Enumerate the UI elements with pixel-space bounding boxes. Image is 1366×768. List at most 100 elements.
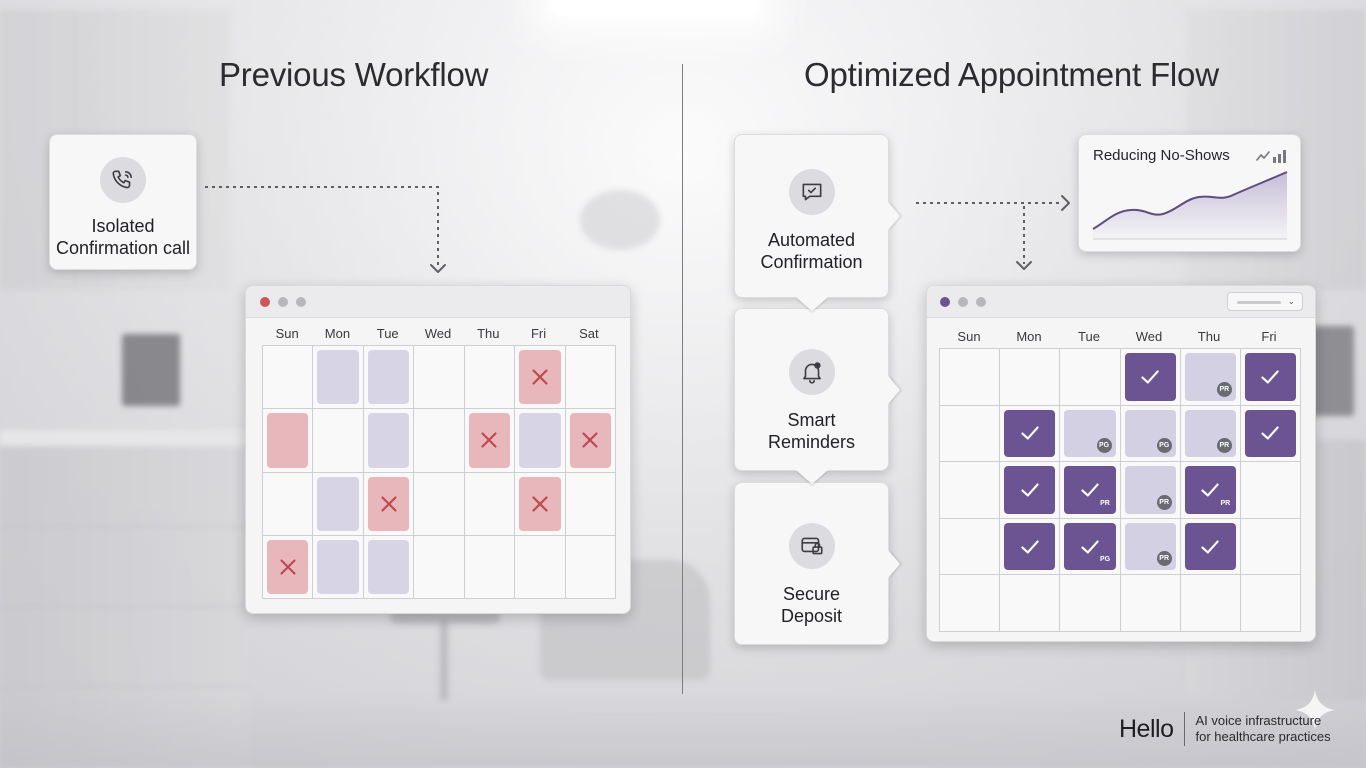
calendar-cell[interactable] bbox=[363, 346, 415, 410]
calendar-cell[interactable] bbox=[565, 346, 616, 410]
cancelled-slot[interactable] bbox=[267, 413, 309, 468]
calendar-cell[interactable] bbox=[263, 472, 314, 536]
calendar-cell[interactable] bbox=[515, 346, 566, 410]
calendar-cell[interactable]: PG bbox=[1060, 518, 1121, 576]
pending-slot[interactable]: PR bbox=[1124, 522, 1176, 571]
calendar-cell[interactable] bbox=[313, 409, 364, 473]
calendar-cell[interactable] bbox=[464, 346, 516, 410]
calendar-cell[interactable] bbox=[263, 346, 314, 410]
missed-slot-x-icon[interactable] bbox=[519, 476, 561, 531]
calendar-cell[interactable] bbox=[414, 535, 465, 599]
close-dot[interactable] bbox=[260, 297, 270, 307]
calendar-cell[interactable] bbox=[263, 535, 314, 599]
calendar-cell[interactable] bbox=[1240, 405, 1301, 463]
confirmed-slot-check-icon[interactable] bbox=[1184, 522, 1236, 571]
minimize-dot[interactable] bbox=[278, 297, 288, 307]
calendar-cell[interactable] bbox=[1120, 349, 1181, 406]
calendar-cell[interactable] bbox=[940, 518, 1001, 576]
calendar-cell[interactable]: PR bbox=[1180, 405, 1241, 463]
calendar-cell[interactable] bbox=[1180, 575, 1241, 632]
calendar-cell[interactable] bbox=[414, 409, 465, 473]
booked-slot[interactable] bbox=[317, 539, 359, 594]
missed-slot-x-icon[interactable] bbox=[519, 350, 561, 405]
calendar-cell[interactable] bbox=[1060, 349, 1121, 406]
calendar-cell[interactable] bbox=[263, 409, 314, 473]
booked-slot[interactable] bbox=[367, 350, 410, 405]
maximize-dot[interactable] bbox=[976, 297, 986, 307]
calendar-cell[interactable] bbox=[515, 472, 566, 536]
pending-slot[interactable]: PR bbox=[1184, 409, 1236, 458]
calendar-cell[interactable] bbox=[313, 472, 364, 536]
calendar-cell[interactable] bbox=[313, 535, 364, 599]
booked-slot[interactable] bbox=[317, 350, 359, 405]
calendar-cell[interactable] bbox=[1240, 349, 1301, 406]
missed-slot-x-icon[interactable] bbox=[367, 476, 410, 531]
calendar-cell[interactable] bbox=[1240, 518, 1301, 576]
confirmed-slot-check-icon[interactable] bbox=[1004, 522, 1056, 571]
calendar-cell[interactable] bbox=[565, 409, 616, 473]
slot-badge: PR bbox=[1216, 438, 1232, 454]
calendar-cell[interactable] bbox=[515, 409, 566, 473]
pending-slot[interactable]: PG bbox=[1064, 409, 1116, 458]
calendar-cell[interactable]: PR bbox=[1060, 462, 1121, 519]
pending-slot[interactable]: PR bbox=[1184, 353, 1236, 401]
calendar-cell[interactable] bbox=[464, 472, 516, 536]
calendar-cell[interactable]: PR bbox=[1120, 518, 1181, 576]
calendar-cell[interactable] bbox=[1000, 349, 1061, 406]
calendar-cell[interactable] bbox=[565, 535, 616, 599]
calendar-cell[interactable] bbox=[414, 346, 465, 410]
pending-slot[interactable]: PG bbox=[1124, 409, 1176, 458]
calendar-cell[interactable] bbox=[940, 575, 1001, 632]
missed-slot-x-icon[interactable] bbox=[468, 413, 511, 468]
calendar-cell[interactable] bbox=[515, 535, 566, 599]
missed-slot-x-icon[interactable] bbox=[267, 539, 309, 594]
close-dot[interactable] bbox=[940, 297, 950, 307]
confirmed-slot-check-icon[interactable] bbox=[1244, 353, 1296, 401]
booked-slot[interactable] bbox=[367, 413, 410, 468]
calendar-cell[interactable] bbox=[1240, 462, 1301, 519]
confirmed-slot-check-icon[interactable]: PG bbox=[1064, 522, 1116, 571]
calendar-cell[interactable] bbox=[363, 535, 415, 599]
trend-chart-icon bbox=[1256, 150, 1286, 163]
calendar-cell[interactable] bbox=[1240, 575, 1301, 632]
booked-slot[interactable] bbox=[367, 539, 410, 594]
calendar-cell[interactable]: PG bbox=[1120, 405, 1181, 463]
confirmed-slot-check-icon[interactable] bbox=[1004, 409, 1056, 458]
calendar-cell[interactable] bbox=[1180, 518, 1241, 576]
calendar-cell[interactable]: PG bbox=[1060, 405, 1121, 463]
booked-slot[interactable] bbox=[519, 413, 561, 468]
calendar-cell[interactable] bbox=[1000, 462, 1061, 519]
calendar-cell[interactable] bbox=[1000, 575, 1061, 632]
pending-slot[interactable]: PR bbox=[1124, 466, 1176, 514]
step-2-label-line-1: Smart bbox=[787, 410, 836, 430]
confirmed-slot-check-icon[interactable] bbox=[1124, 353, 1176, 401]
maximize-dot[interactable] bbox=[296, 297, 306, 307]
booked-slot[interactable] bbox=[317, 476, 359, 531]
calendar-cell[interactable] bbox=[1000, 405, 1061, 463]
calendar-cell[interactable] bbox=[940, 405, 1001, 463]
calendar-cell[interactable] bbox=[313, 346, 364, 410]
calendar-cell[interactable] bbox=[414, 472, 465, 536]
confirmed-slot-check-icon[interactable] bbox=[1244, 409, 1296, 458]
calendar-cell[interactable]: PR bbox=[1180, 462, 1241, 519]
reducing-no-shows-card: Reducing No-Shows bbox=[1078, 134, 1301, 252]
view-dropdown[interactable]: ⌄ bbox=[1227, 292, 1303, 311]
calendar-cell[interactable] bbox=[940, 349, 1001, 406]
confirmed-slot-check-icon[interactable] bbox=[1004, 466, 1056, 514]
missed-slot-x-icon[interactable] bbox=[569, 413, 611, 468]
calendar-cell[interactable] bbox=[940, 462, 1001, 519]
calendar-cell[interactable] bbox=[363, 472, 415, 536]
minimize-dot[interactable] bbox=[958, 297, 968, 307]
calendar-cell[interactable] bbox=[464, 409, 516, 473]
confirmed-slot-check-icon[interactable]: PR bbox=[1184, 466, 1236, 514]
calendar-cell[interactable] bbox=[565, 472, 616, 536]
calendar-cell[interactable] bbox=[464, 535, 516, 599]
calendar-cell[interactable] bbox=[1000, 518, 1061, 576]
calendar-cell[interactable]: PR bbox=[1180, 349, 1241, 406]
confirmed-slot-check-icon[interactable]: PR bbox=[1064, 466, 1116, 514]
secure-deposit-card: Secure Deposit bbox=[734, 482, 900, 645]
calendar-cell[interactable] bbox=[1120, 575, 1181, 632]
calendar-cell[interactable] bbox=[363, 409, 415, 473]
calendar-cell[interactable] bbox=[1060, 575, 1121, 632]
calendar-cell[interactable]: PR bbox=[1120, 462, 1181, 519]
